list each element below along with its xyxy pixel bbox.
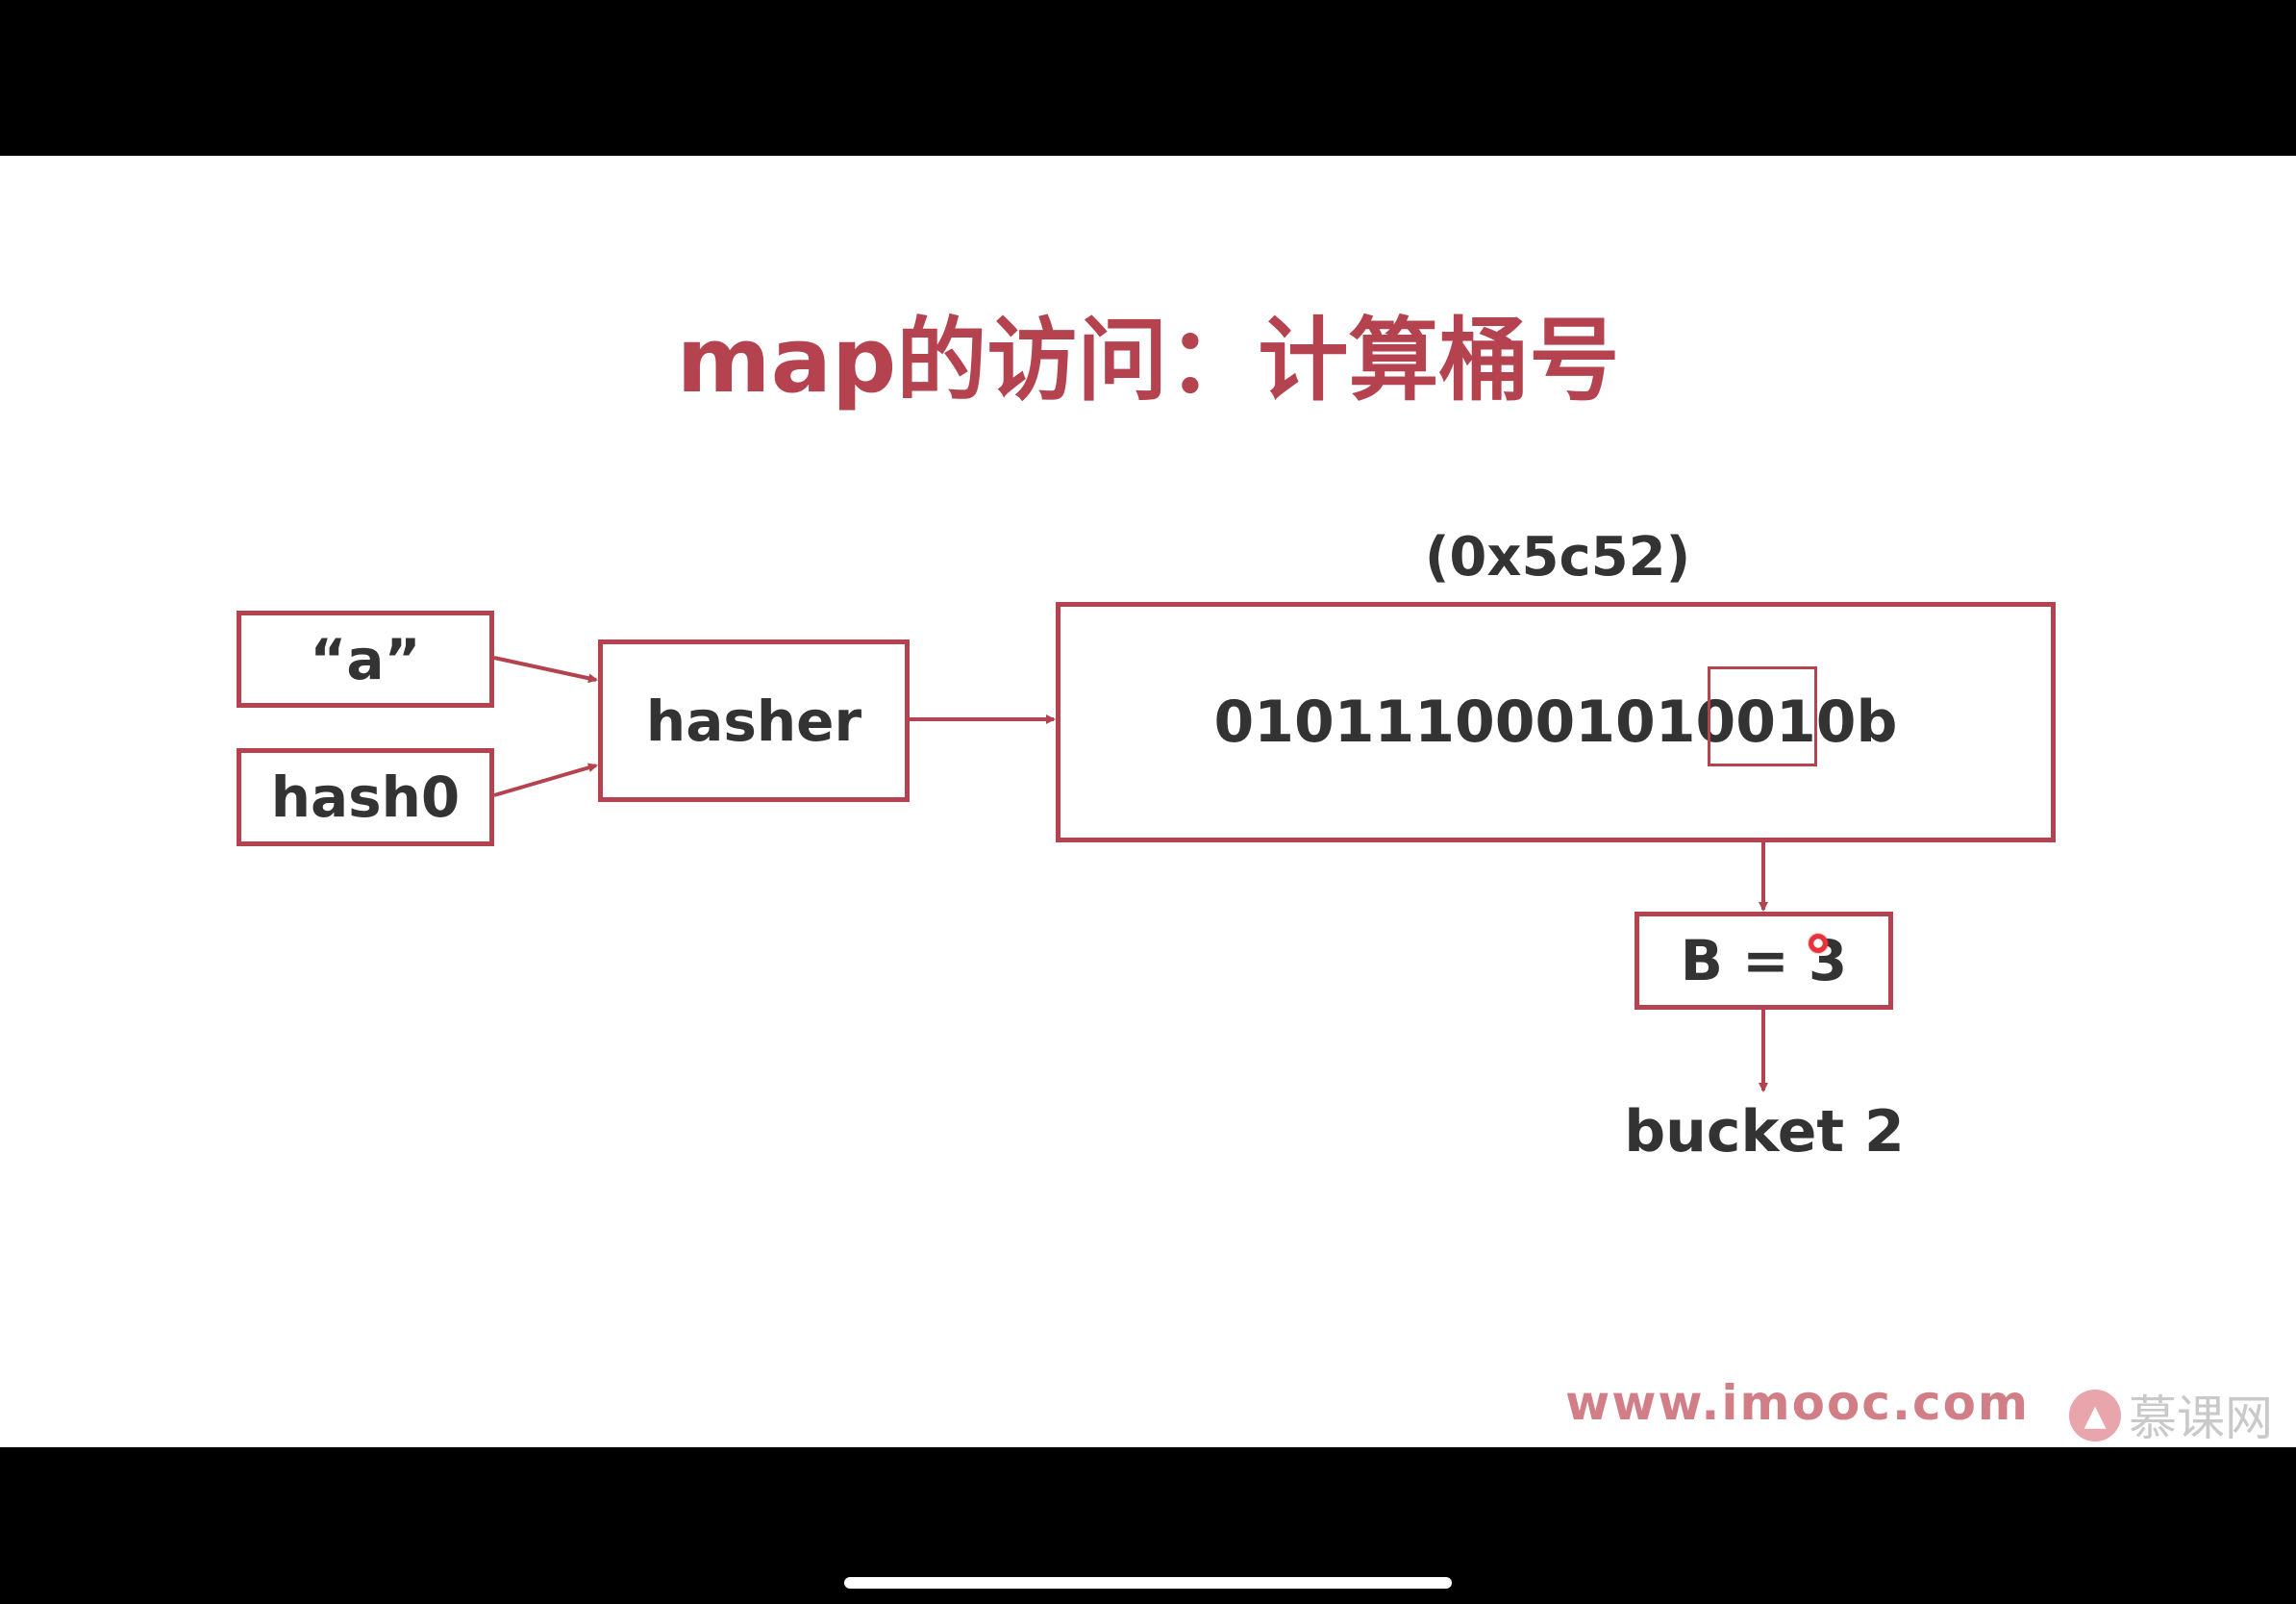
arrow-hash0-to-hasher bbox=[493, 763, 598, 797]
low-bits-highlight bbox=[1708, 666, 1817, 766]
hasher-label: hasher bbox=[645, 688, 862, 754]
input-key-label: “a” bbox=[310, 626, 421, 692]
home-indicator[interactable] bbox=[844, 1577, 1452, 1589]
slide-title: map的访问：计算桶号 bbox=[0, 308, 2296, 416]
hash-value-box bbox=[1056, 602, 2056, 842]
slide: map的访问：计算桶号 (0x5c52) “a” hash0 hasher 01… bbox=[0, 156, 2296, 1447]
input-key-box: “a” bbox=[237, 611, 494, 708]
hasher-box: hasher bbox=[598, 639, 910, 802]
bucket-label: bucket 2 bbox=[1624, 1098, 1905, 1165]
hex-value-label: (0x5c52) bbox=[1424, 526, 1691, 589]
title-prefix: map bbox=[676, 309, 897, 414]
title-rest: 的访问：计算桶号 bbox=[896, 309, 1620, 414]
logo-text: 慕课网 bbox=[2129, 1391, 2273, 1446]
flame-logo-icon: ▲ bbox=[2069, 1390, 2121, 1441]
watermark-url: www.imooc.com bbox=[1565, 1375, 2031, 1431]
hash0-label: hash0 bbox=[270, 764, 461, 830]
b-box: B = 3 bbox=[1635, 912, 1893, 1010]
arrow-a-to-hasher bbox=[493, 656, 598, 684]
hash0-box: hash0 bbox=[237, 748, 494, 846]
pointer-dot bbox=[1808, 933, 1829, 954]
